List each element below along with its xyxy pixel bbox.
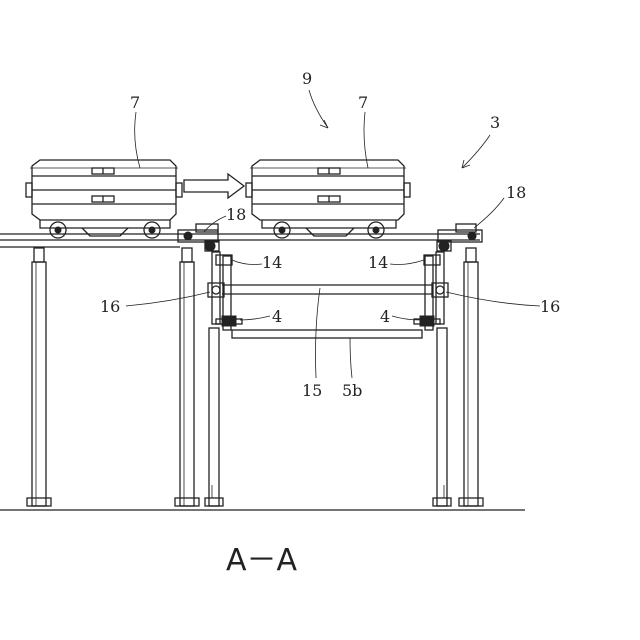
inner-column-right bbox=[433, 328, 451, 506]
right-column bbox=[459, 248, 483, 506]
label-14-right: 14 bbox=[368, 253, 388, 272]
label-7-left: 7 bbox=[130, 93, 140, 112]
label-15: 15 bbox=[302, 381, 322, 400]
drive-unit-left bbox=[178, 224, 219, 251]
label-4-left: 4 bbox=[272, 307, 282, 326]
label-16-right: 16 bbox=[540, 297, 560, 316]
right-track bbox=[180, 234, 480, 240]
label-18-left: 18 bbox=[226, 205, 246, 224]
label-5b: 5b bbox=[342, 381, 362, 400]
cart-right bbox=[246, 160, 410, 238]
lift-frame bbox=[208, 252, 448, 338]
cart-left bbox=[26, 160, 182, 238]
inner-column-left bbox=[205, 328, 223, 506]
label-9: 9 bbox=[302, 69, 312, 88]
label-18-right: 18 bbox=[506, 183, 526, 202]
label-4-right: 4 bbox=[380, 307, 390, 326]
drive-unit-right bbox=[437, 224, 482, 251]
label-16-left: 16 bbox=[100, 297, 120, 316]
left-column-1 bbox=[27, 248, 51, 506]
label-3: 3 bbox=[490, 113, 500, 132]
beam-5b bbox=[232, 330, 422, 338]
left-column-2 bbox=[175, 248, 199, 506]
label-14-left: 14 bbox=[262, 253, 282, 272]
label-7-right: 7 bbox=[358, 93, 368, 112]
section-caption: A－A bbox=[226, 543, 298, 578]
arrow-right-icon bbox=[184, 174, 244, 198]
